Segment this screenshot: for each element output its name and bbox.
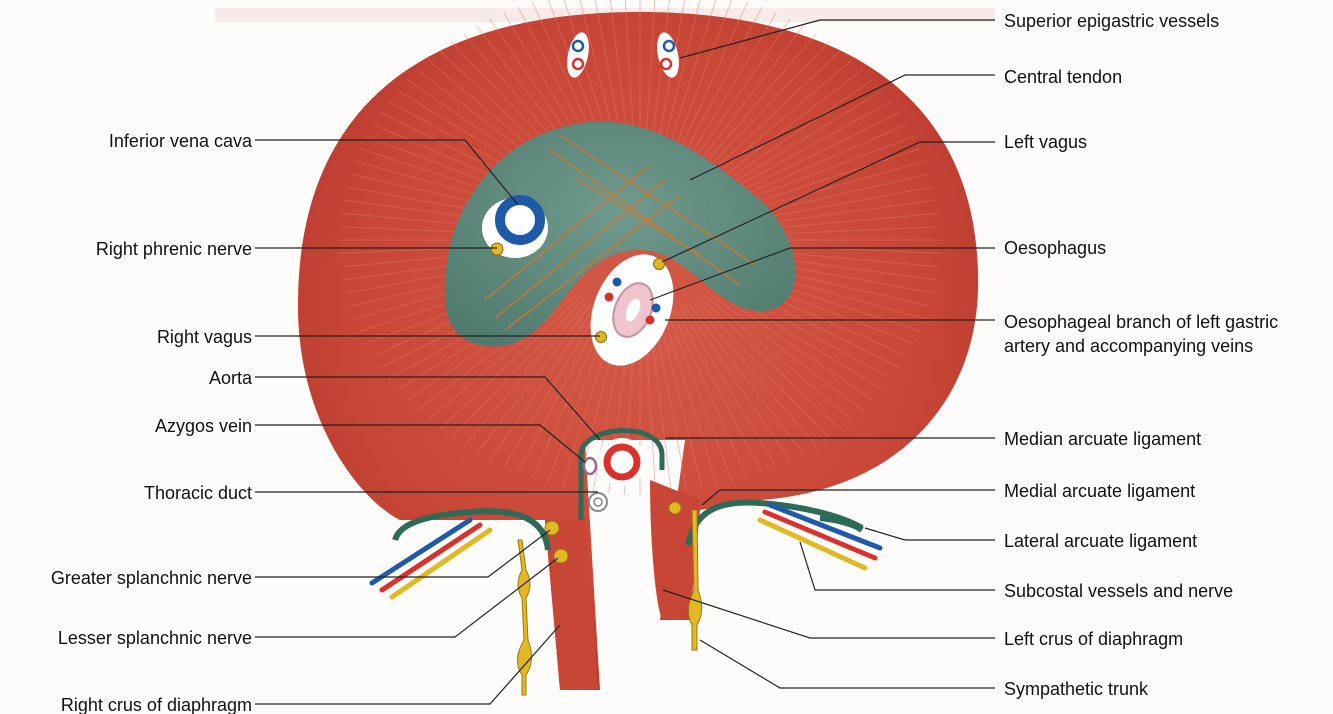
right-vagus: [596, 332, 607, 343]
label-oesophageal-branch: Oesophageal branch of left gastric: [1004, 312, 1278, 332]
label-superior-epigastric-vessels: Superior epigastric vessels: [1004, 11, 1219, 31]
label-left-crus-of-diaphragm: Left crus of diaphragm: [1004, 629, 1183, 649]
label-azygos-vein: Azygos vein: [155, 416, 252, 436]
label-lesser-splanchnic-nerve: Lesser splanchnic nerve: [58, 628, 252, 648]
left-labels: Inferior vena cava Right phrenic nerve R…: [51, 131, 253, 714]
thoracic-duct: [589, 493, 607, 511]
label-central-tendon: Central tendon: [1004, 67, 1122, 87]
label-right-crus-of-diaphragm: Right crus of diaphragm: [61, 695, 252, 714]
label-greater-splanchnic-nerve: Greater splanchnic nerve: [51, 568, 252, 588]
azygos-vein: [584, 458, 596, 474]
label-sympathetic-trunk: Sympathetic trunk: [1004, 679, 1149, 699]
label-left-vagus: Left vagus: [1004, 132, 1087, 152]
label-right-vagus: Right vagus: [157, 327, 252, 347]
label-right-phrenic-nerve: Right phrenic nerve: [96, 239, 252, 259]
label-lateral-arcuate-ligament: Lateral arcuate ligament: [1004, 531, 1197, 551]
right-subcostal-vessels: [372, 520, 490, 597]
label-thoracic-duct: Thoracic duct: [144, 483, 252, 503]
label-medial-arcuate-ligament: Medial arcuate ligament: [1004, 481, 1195, 501]
label-inferior-vena-cava: Inferior vena cava: [109, 131, 253, 151]
label-median-arcuate-ligament: Median arcuate ligament: [1004, 429, 1201, 449]
aorta: [598, 438, 646, 486]
left-splanchnic-nerve: [669, 502, 681, 514]
right-labels: Superior epigastric vessels Central tend…: [1004, 11, 1278, 699]
label-oesophagus: Oesophagus: [1004, 238, 1106, 258]
label-oesophageal-branch-line2: artery and accompanying veins: [1004, 336, 1253, 356]
label-aorta: Aorta: [209, 368, 253, 388]
label-subcostal-vessels-and-nerve: Subcostal vessels and nerve: [1004, 581, 1233, 601]
right-phrenic-nerve: [491, 243, 503, 255]
lesser-splanchnic-nerve: [554, 549, 568, 563]
left-vagus: [654, 259, 665, 270]
